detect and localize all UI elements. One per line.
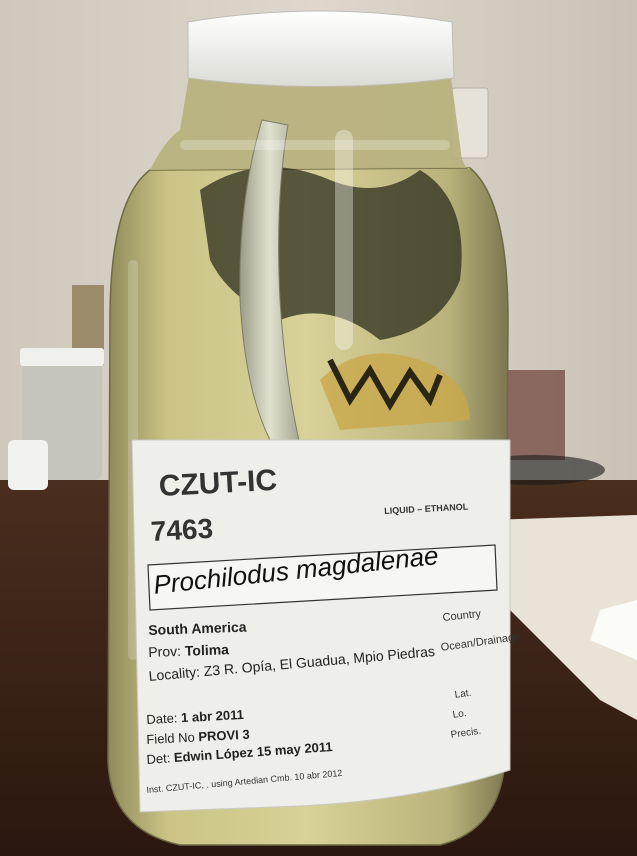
glass-highlight	[335, 130, 353, 350]
background-cloth	[8, 440, 48, 490]
paper-sheet	[490, 515, 637, 720]
tissue	[590, 600, 637, 660]
specimen-label	[131, 439, 511, 813]
species-box	[147, 544, 498, 611]
tape-band	[180, 140, 450, 150]
specimen-fin	[327, 358, 443, 411]
jar-lid	[187, 10, 455, 87]
background-jar-lid	[20, 348, 104, 366]
jar-neck	[150, 70, 470, 171]
background-rack	[505, 370, 565, 460]
